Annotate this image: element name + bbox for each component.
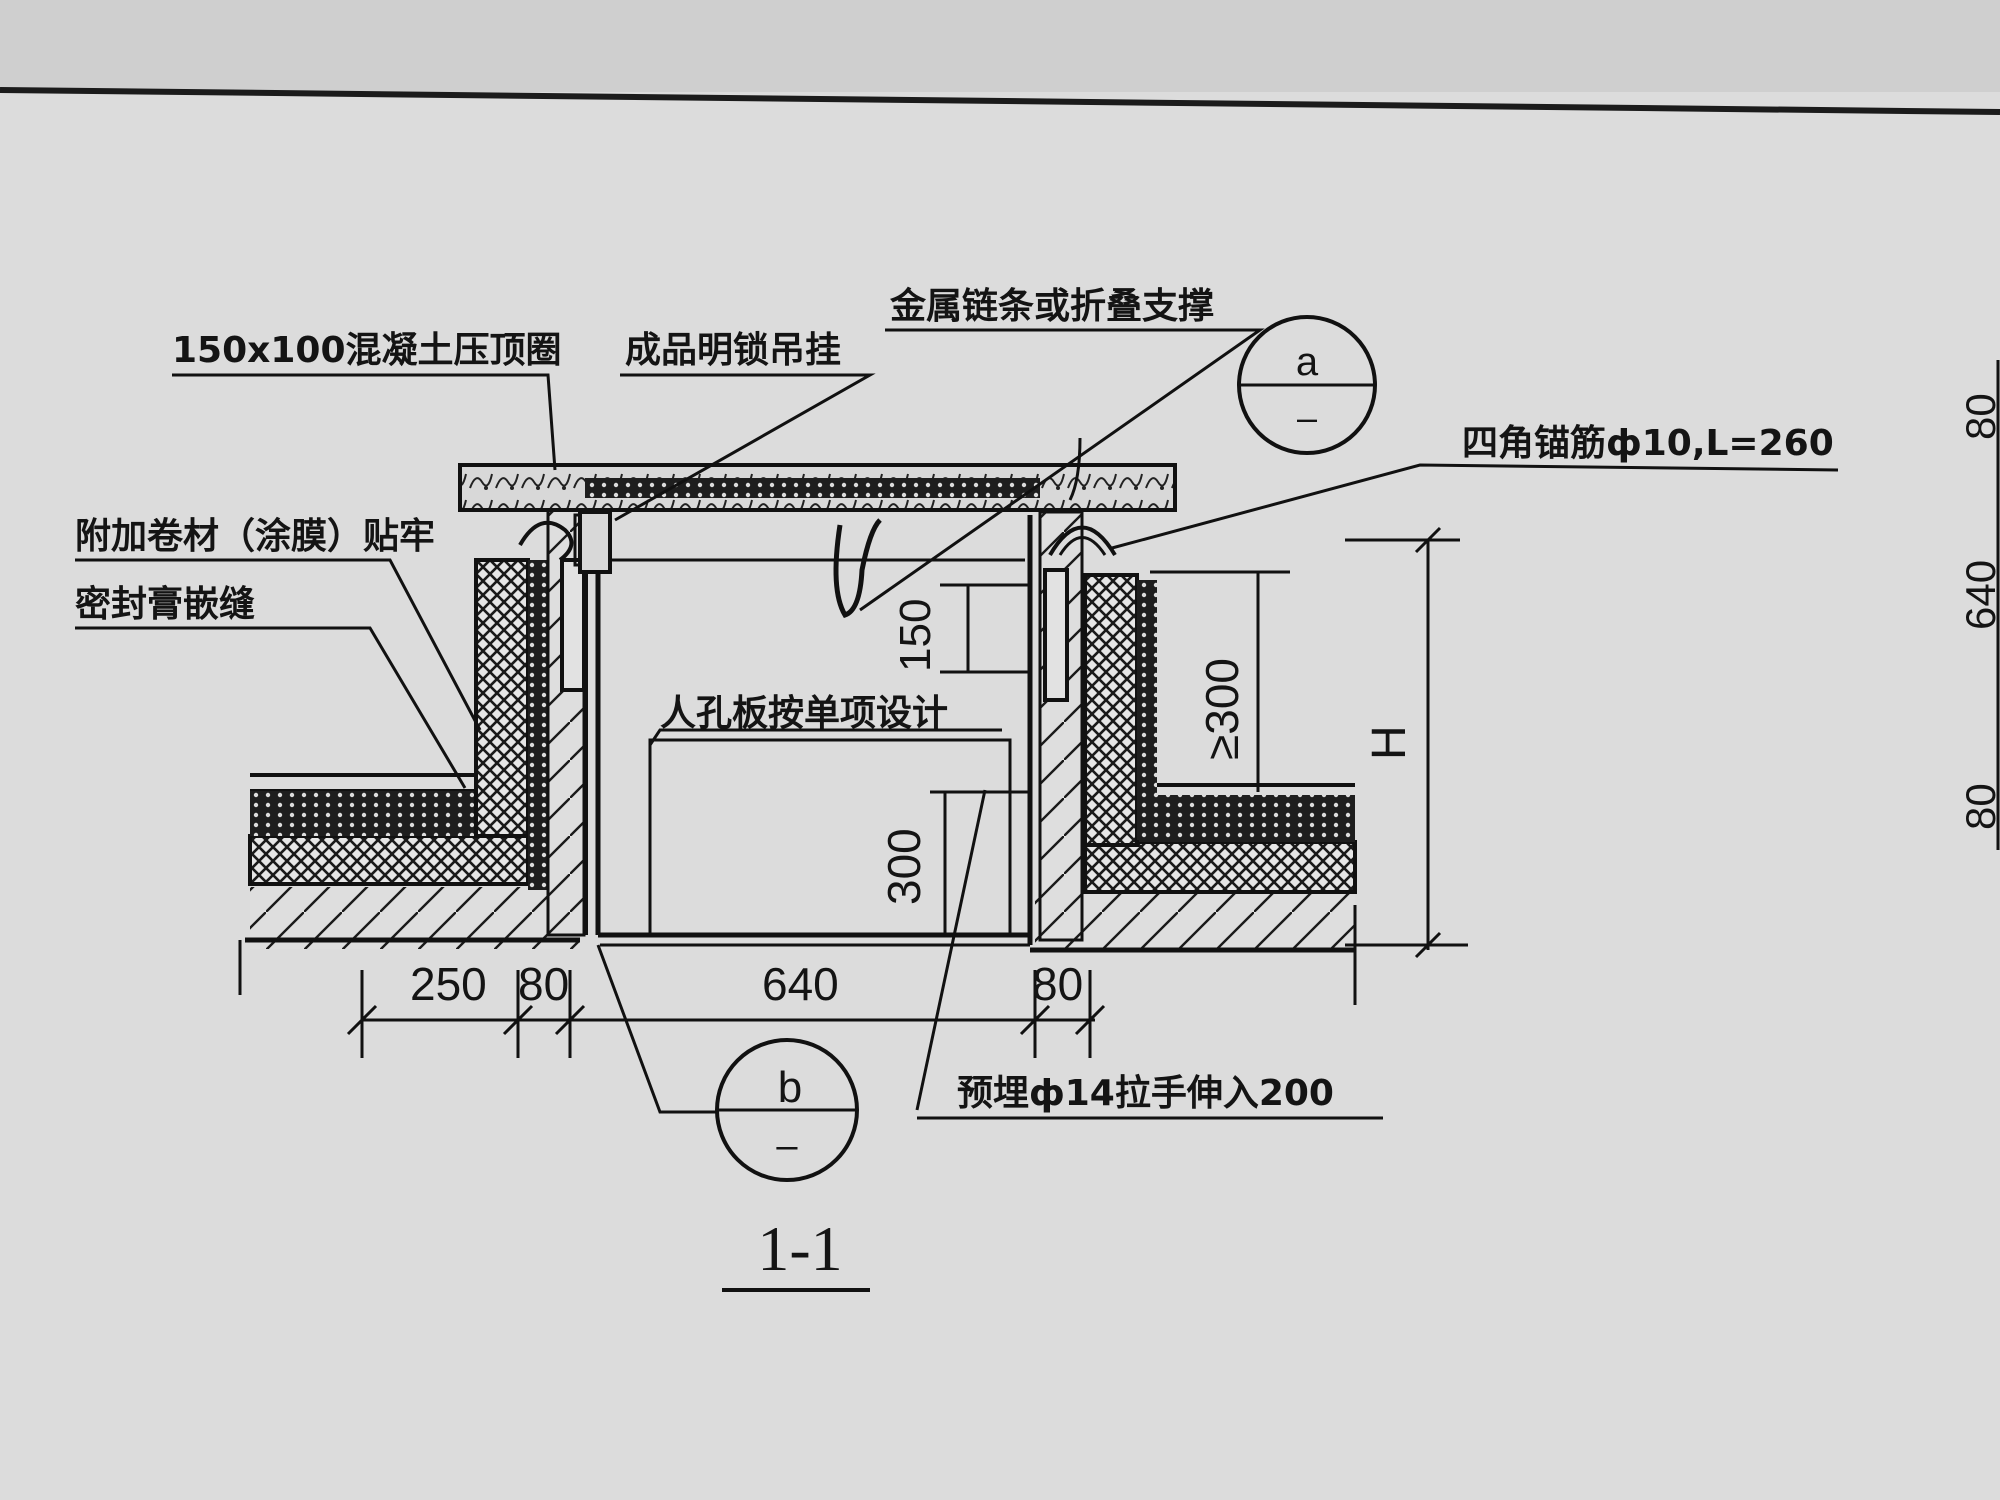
dim-300-inner: 300	[878, 828, 930, 905]
metal-chain	[833, 518, 882, 619]
dim-margin-mid: 640	[1957, 560, 2000, 630]
paper-top-band	[0, 0, 2000, 92]
concrete-coping-ring	[458, 463, 1177, 574]
dim-80-right: 80	[1032, 958, 1083, 1010]
hatch-opening	[598, 738, 1030, 947]
marker-a-sub: –	[1297, 397, 1317, 438]
right-roof-layers	[1030, 573, 1357, 953]
left-upstand-wall	[546, 508, 601, 937]
marker-b-sub: –	[776, 1125, 798, 1167]
marker-a-letter: a	[1296, 340, 1319, 384]
marker-b-letter: b	[778, 1063, 802, 1112]
dim-150: 150	[891, 599, 940, 672]
left-roof-layers	[245, 558, 580, 949]
label-concrete-ring: 150x100混凝土压顶圈	[172, 330, 562, 371]
label-sealant: 密封膏嵌缝	[75, 583, 255, 625]
right-upstand-wall	[1027, 510, 1117, 945]
dim-300-upstand: ≥300	[1196, 658, 1248, 760]
dim-250: 250	[410, 958, 487, 1010]
dim-margin-top: 80	[1957, 393, 2000, 440]
label-metal-chain: 金属链条或折叠支撑	[889, 285, 1214, 327]
detail-marker-a: a –	[1237, 315, 1377, 455]
label-corner-anchor: 四角锚筋ф10,L=260	[1462, 423, 1834, 464]
detail-marker-b: b –	[715, 1038, 859, 1182]
dim-80-left: 80	[518, 958, 569, 1010]
paper-top-border	[0, 87, 2000, 115]
label-extra-membrane: 附加卷材（涂膜）贴牢	[75, 516, 435, 557]
dim-margin-bottom: 80	[1957, 783, 2000, 830]
section-title: 1-1	[757, 1213, 842, 1284]
label-lock-hanger: 成品明锁吊挂	[625, 330, 841, 371]
label-hatch-board: 人孔板按单项设计	[660, 693, 948, 734]
dim-640: 640	[762, 958, 839, 1010]
dim-h: H	[1363, 725, 1416, 760]
label-embedded-handle: 预埋ф14拉手伸入200	[957, 1073, 1334, 1114]
leader-lines	[75, 328, 1839, 1120]
dimension-lines	[238, 526, 1468, 1058]
